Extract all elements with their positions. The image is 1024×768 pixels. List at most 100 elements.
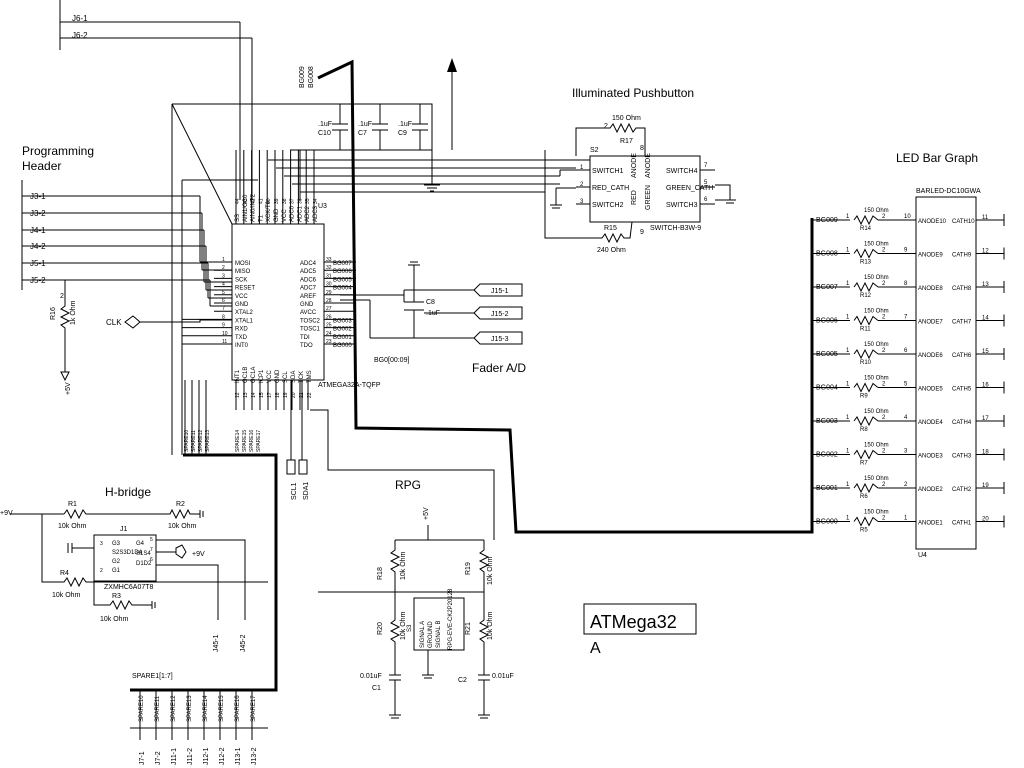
svg-text:9: 9 bbox=[640, 229, 644, 236]
spare-net-SPARE17: SPARE17 bbox=[251, 695, 257, 722]
led-pin2: 2 bbox=[882, 415, 886, 421]
spare-label-7: J13-1 bbox=[235, 747, 242, 765]
r4-ref: R4 bbox=[60, 570, 69, 577]
u3-bottom-num: 22 bbox=[307, 392, 313, 398]
u3-bottom-num: 20 bbox=[291, 392, 297, 398]
led-anode-7: ANODE7 bbox=[918, 320, 943, 326]
u3-left-pin-3: SCK bbox=[235, 277, 247, 283]
svg-text:2: 2 bbox=[60, 293, 64, 300]
spare-bus-label: SPARE1[1:7] bbox=[132, 673, 173, 680]
spare-mid-SPARE16: SPARE16 bbox=[249, 430, 255, 452]
u3-top-num: 36 bbox=[297, 198, 303, 204]
r16-resistor bbox=[59, 300, 71, 372]
u3-bottom-num: 14 bbox=[251, 392, 257, 398]
led-res-val: 150 Ohm bbox=[864, 409, 889, 415]
r17-val: 150 Ohm bbox=[612, 115, 641, 122]
u3-right-num: 26 bbox=[326, 314, 332, 320]
fader-label-2: J15-2 bbox=[491, 311, 509, 318]
u3-top-num: 34 bbox=[313, 198, 319, 204]
hb-right-num: 6 bbox=[150, 557, 153, 563]
c1-ref: C1 bbox=[372, 685, 381, 692]
led-anode-10: ANODE10 bbox=[918, 219, 947, 225]
svg-text:8: 8 bbox=[640, 145, 644, 152]
r2-ref: R2 bbox=[176, 501, 185, 508]
led-pin2: 2 bbox=[882, 315, 886, 321]
j6-connectors: J6-1 J6-2 bbox=[59, 0, 253, 200]
u3-right-num: 30 bbox=[326, 282, 332, 288]
led-anode-3: ANODE3 bbox=[918, 454, 943, 460]
h-bridge: H-bridge +9V R1 10k Ohm R2 10k Ohm J1 ZX… bbox=[0, 485, 268, 652]
led-res-R6 bbox=[853, 482, 879, 494]
hb-supply-left: +9V bbox=[0, 510, 13, 517]
led-anode-6: ANODE6 bbox=[918, 353, 943, 359]
fader-label-1: J15-1 bbox=[491, 288, 509, 295]
hb-supply-flag bbox=[175, 544, 187, 559]
pb-right-num: 7 bbox=[704, 163, 708, 169]
led-pin1: 1 bbox=[846, 248, 850, 254]
svg-text:SIGNAL A: SIGNAL A bbox=[420, 621, 426, 648]
spare-top-SPARE13: SPARE13 bbox=[205, 430, 211, 452]
hb-left-G2: G2 bbox=[112, 559, 121, 565]
u3-left-pin-2: MISO bbox=[235, 269, 251, 275]
c2-val: 0.01uF bbox=[492, 673, 514, 680]
pb-left-SWITCH2: SWITCH2 bbox=[592, 202, 624, 209]
u3-bottom-pin-17: VCC bbox=[267, 370, 273, 383]
pushbutton-ref: S2 bbox=[590, 147, 599, 154]
hbridge-title: H-bridge bbox=[105, 485, 151, 499]
u3-right-pin-33: ADC4 bbox=[300, 261, 317, 267]
u3-bottom-pin-15: ICP1 bbox=[259, 369, 265, 383]
prog-supply-label: +5V bbox=[65, 382, 72, 395]
hb-left-G1: G1 bbox=[112, 568, 121, 574]
hb-right-num: 7 bbox=[150, 547, 153, 553]
u3-ref: U3 bbox=[318, 203, 327, 210]
u3-bottom-pin-19: SCL bbox=[283, 371, 289, 383]
led-res-val: 150 Ohm bbox=[864, 208, 889, 214]
led-out-num: 19 bbox=[982, 483, 989, 489]
u3-left-pin-4: RESET bbox=[235, 286, 255, 292]
led-res-ref-R12: R12 bbox=[860, 293, 872, 299]
hb-left-G3: G3 bbox=[112, 541, 121, 547]
u3-bottom-num: 19 bbox=[283, 392, 289, 398]
led-anode-8: ANODE8 bbox=[918, 286, 943, 292]
j6-2-label: J6-2 bbox=[72, 31, 88, 40]
led-res-ref-R11: R11 bbox=[860, 327, 871, 333]
fader-flag-1 bbox=[473, 283, 523, 297]
r15-ref: R15 bbox=[604, 225, 617, 232]
spare-net-SPARE16: SPARE16 bbox=[235, 695, 241, 722]
u3-microcontroller: U3 ATMEGA32A-TQFP BG0[00:09] MOSI1MISO2S… bbox=[171, 66, 433, 455]
spare-label-6: J12-2 bbox=[219, 747, 226, 765]
u3-top-pin-34: ADC3 bbox=[313, 205, 319, 222]
u3-left-num: 2 bbox=[222, 265, 225, 271]
led-res-ref-R13: R13 bbox=[860, 260, 872, 266]
led-pin1: 1 bbox=[846, 348, 850, 354]
led-anode-num: 8 bbox=[904, 281, 908, 287]
led-res-ref-R6: R6 bbox=[860, 494, 868, 500]
led-pin1: 1 bbox=[846, 482, 850, 488]
led-cath-5: CATH5 bbox=[952, 387, 972, 393]
u3-right-net: BG001 bbox=[333, 335, 352, 341]
u3-left-pin-6: GND bbox=[235, 302, 249, 308]
u3-part: ATMEGA32A-TQFP bbox=[318, 382, 381, 389]
u3-left-num: 10 bbox=[222, 331, 228, 337]
u3-top-num: 40 bbox=[266, 198, 272, 204]
u3-top-num: 43 bbox=[243, 198, 249, 204]
u3-left-num: 4 bbox=[222, 282, 225, 288]
hb-left-num: 3 bbox=[100, 541, 103, 547]
bus-line-main bbox=[317, 59, 814, 534]
u3-bottom-num: 12 bbox=[235, 392, 241, 398]
led-res-val: 150 Ohm bbox=[864, 242, 889, 248]
j45-1-label: J45-1 bbox=[213, 634, 220, 652]
u3-top-num: 38 bbox=[282, 198, 288, 204]
pb-mid-1: RED bbox=[631, 190, 638, 205]
u3-left-pin-10: TXD bbox=[235, 335, 248, 341]
rpg-ref: S3 bbox=[407, 624, 413, 632]
u3-bottom-pin-12: INT1 bbox=[235, 369, 241, 383]
r1-ref: R1 bbox=[68, 501, 77, 508]
r16-ref: R16 bbox=[50, 307, 57, 320]
u3-body bbox=[231, 223, 325, 381]
u3-top-pin-41: T1 bbox=[258, 214, 264, 222]
u3-right-net: BG005 bbox=[333, 277, 352, 283]
led-out-num: 12 bbox=[982, 249, 989, 255]
